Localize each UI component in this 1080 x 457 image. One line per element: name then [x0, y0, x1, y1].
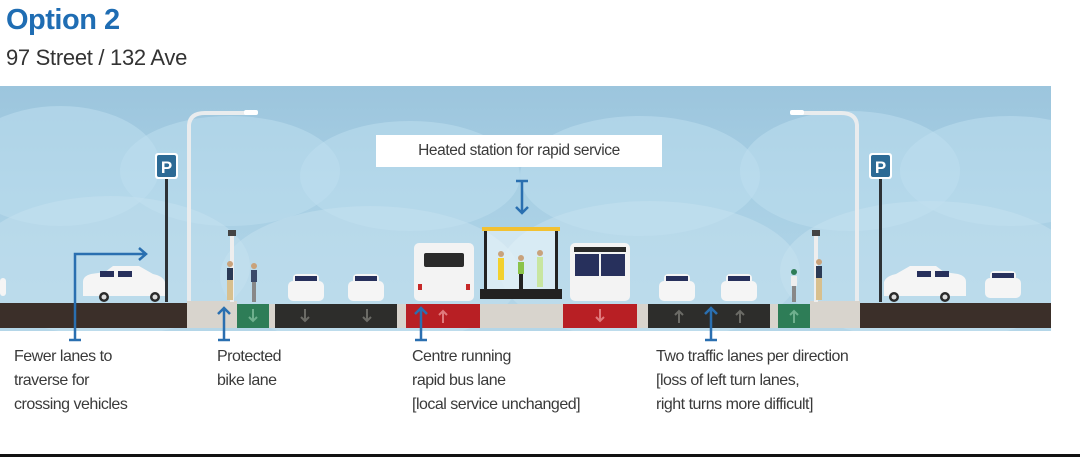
- parking-lane-right: [860, 303, 1051, 328]
- car-rear: [288, 281, 324, 301]
- page-title: Option 2: [6, 4, 120, 36]
- arrow-up-icon: [438, 309, 448, 323]
- annotation-line: rapid bus lane: [412, 372, 506, 389]
- lamp-head: [790, 110, 804, 115]
- annotation-arrows: [69, 179, 718, 342]
- cars: [0, 266, 1021, 302]
- car-partial: [0, 278, 6, 296]
- heated-station-callout: Heated station for rapid service: [376, 135, 662, 167]
- bike-buffer-right: [770, 304, 778, 328]
- annotation-traffic-lanes: Two traffic lanes per direction [loss of…: [656, 345, 849, 417]
- annotation-line: bike lane: [217, 372, 277, 389]
- arrow-down-icon: [595, 309, 605, 323]
- annotation-line: Fewer lanes to: [14, 348, 112, 365]
- arrow-up-icon: [735, 309, 745, 323]
- sidewalk-left: [187, 301, 237, 328]
- annotation-fewer-lanes: Fewer lanes to traverse for crossing veh…: [14, 345, 128, 417]
- annotation-line: Two traffic lanes per direction: [656, 348, 849, 365]
- arrow-down-icon: [248, 309, 258, 323]
- car-rear: [348, 281, 384, 301]
- traffic-lanes-left: [275, 304, 397, 328]
- annotation-bus-lane: Centre running rapid bus lane [local ser…: [412, 345, 581, 417]
- arrow-down-icon: [300, 309, 310, 323]
- parking-sign-right: P: [869, 153, 892, 302]
- lane-arrows: [248, 309, 799, 323]
- lane-divider: [637, 304, 648, 328]
- annotation-line: Centre running: [412, 348, 511, 365]
- street-light-left: [187, 111, 252, 301]
- suv-right: [884, 266, 966, 296]
- suv-left: [83, 266, 165, 296]
- page-subtitle: 97 Street / 132 Ave: [6, 45, 188, 70]
- pedestrian-left: [227, 261, 233, 300]
- bottom-divider: [0, 454, 1080, 457]
- annotation-line: [local service unchanged]: [412, 396, 581, 413]
- parking-icon: P: [161, 158, 172, 177]
- arrow-up-icon: [217, 306, 231, 340]
- car-front: [721, 281, 757, 301]
- arrow-up-icon: [414, 306, 428, 340]
- arrow-up-icon: [674, 309, 684, 323]
- bike-signal-post: [230, 232, 234, 302]
- bus-rear: [414, 243, 474, 301]
- annotation-line: right turns more difficult]: [656, 396, 813, 413]
- car-rear: [985, 278, 1021, 298]
- annotation-line: [loss of left turn lanes,: [656, 372, 800, 389]
- arrow-down-icon: [362, 309, 372, 323]
- parking-lane-left: [0, 303, 187, 328]
- annotation-line: Protected: [217, 348, 281, 365]
- arrow-down-icon: [515, 179, 529, 215]
- arrow-up-icon: [789, 309, 799, 323]
- signal-head: [812, 230, 820, 236]
- station-platform: [480, 304, 563, 328]
- annotation-bike-lane: Protected bike lane: [217, 345, 281, 393]
- annotation-line: crossing vehicles: [14, 396, 128, 413]
- lane-divider: [397, 304, 406, 328]
- arrow-up-icon: [704, 306, 718, 340]
- bus-front: [570, 243, 630, 301]
- parking-sign-left: P: [155, 153, 178, 302]
- bike-buffer-left: [269, 304, 275, 328]
- pedestrian-right: [816, 259, 822, 300]
- cyclist-right: [791, 269, 797, 302]
- parking-icon: P: [875, 158, 886, 177]
- annotation-line: traverse for: [14, 372, 89, 389]
- traffic-lanes-right: [648, 304, 770, 328]
- arrow-right-icon: [73, 247, 148, 340]
- street-light-right: [794, 111, 859, 301]
- car-front: [659, 281, 695, 301]
- signal-head: [228, 230, 236, 236]
- heated-station: [480, 227, 562, 299]
- sidewalk-right: [810, 301, 860, 328]
- cyclist-left: [251, 263, 257, 302]
- lamp-head: [244, 110, 258, 115]
